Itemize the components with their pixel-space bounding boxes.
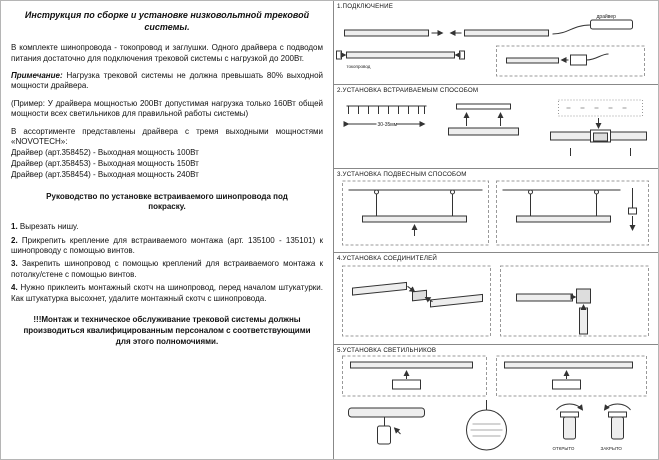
step-3-text: Закрепить шинопровод с помощью креплений…	[11, 259, 323, 279]
driver-label: драйвер	[597, 13, 617, 20]
driver-item: Драйвер (арт.358454) - Выходная мощность…	[11, 169, 199, 179]
step-1: 1. Вырезать нишу.	[11, 222, 323, 232]
recessed-diagram: 30-35мм	[343, 99, 647, 156]
tokoprovod-label: токопровод	[347, 64, 371, 69]
step-1-number: 1.	[11, 222, 18, 232]
step-4: 4. Нужно приклеить монтажный скотч на ши…	[11, 283, 323, 304]
warning-paragraph: !!!Монтаж и техническое обслуживание тре…	[23, 314, 311, 347]
section-connection: 1.ПОДКЛЮЧЕНИЕ драйвер токопровод	[334, 1, 658, 85]
step-4-number: 4.	[11, 283, 18, 293]
dimension-label: 30-35мм	[378, 122, 398, 128]
section-recessed-label: 2.УСТАНОВКА ВСТРАИВАЕМЫМ СПОСОБОМ	[337, 87, 479, 94]
driver-assortment: В ассортименте представлены драйвера с т…	[11, 127, 323, 181]
open-label: ОТКРЫТО	[553, 446, 575, 451]
note-paragraph: Примечание: Нагрузка трековой системы не…	[11, 71, 323, 92]
instructions-panel: Инструкция по сборке и установке низково…	[1, 1, 334, 459]
section-suspended-label: 3.УСТАНОВКА ПОДВЕСНЫМ СПОСОБОМ	[337, 171, 467, 178]
closed-label: ЗАКРЫТО	[601, 446, 623, 451]
step-4-text: Нужно приклеить монтажный скотч на шиноп…	[11, 283, 323, 303]
driver-item: Драйвер (арт.358453) - Выходная мощность…	[11, 159, 199, 169]
section-luminaires: 5.УСТАНОВКА СВЕТИЛЬНИКОВ	[334, 345, 658, 459]
assortment-intro: В ассортименте представлены драйвера с т…	[11, 126, 323, 147]
example-paragraph: (Пример: У драйвера мощностью 200Вт допу…	[11, 98, 323, 119]
section-connectors: 4.УСТАНОВКА СОЕДИНИТЕЛЕЙ	[334, 253, 658, 345]
step-2: 2. Прикрепить крепление для встраиваемог…	[11, 236, 323, 257]
section-connectors-label: 4.УСТАНОВКА СОЕДИНИТЕЛЕЙ	[337, 255, 438, 262]
step-2-text: Прикрепить крепление для встраиваемого м…	[11, 235, 323, 255]
page-title: Инструкция по сборке и установке низково…	[24, 10, 310, 33]
driver-item: Драйвер (арт.358452) - Выходная мощность…	[11, 148, 199, 158]
section-luminaires-label: 5.УСТАНОВКА СВЕТИЛЬНИКОВ	[337, 347, 437, 354]
step-3: 3. Закрепить шинопровод с помощью крепле…	[11, 259, 323, 280]
step-3-number: 3.	[11, 259, 18, 269]
diagrams-panel: 1.ПОДКЛЮЧЕНИЕ драйвер токопровод	[334, 1, 658, 459]
note-text: Нагрузка трековой системы не должна прев…	[11, 71, 323, 91]
note-label: Примечание:	[11, 71, 63, 81]
suspended-diagram	[342, 180, 649, 246]
step-2-number: 2.	[11, 235, 18, 245]
step-1-text: Вырезать нишу.	[17, 222, 79, 232]
guide-heading: Руководство по установке встраиваемого ш…	[46, 191, 288, 212]
connectors-diagram	[342, 265, 649, 337]
section-suspended: 3.УСТАНОВКА ПОДВЕСНЫМ СПОСОБОМ	[334, 169, 658, 253]
section-connection-label: 1.ПОДКЛЮЧЕНИЕ	[337, 3, 394, 10]
section-recessed: 2.УСТАНОВКА ВСТРАИВАЕМЫМ СПОСОБОМ 30-35м…	[334, 85, 658, 169]
intro-paragraph: В комплекте шинопровода - токопровод и з…	[11, 43, 323, 63]
luminaires-diagram: ОТКРЫТО ЗАКРЫТО	[342, 355, 647, 451]
connection-diagram: драйвер токопровод	[336, 13, 645, 77]
